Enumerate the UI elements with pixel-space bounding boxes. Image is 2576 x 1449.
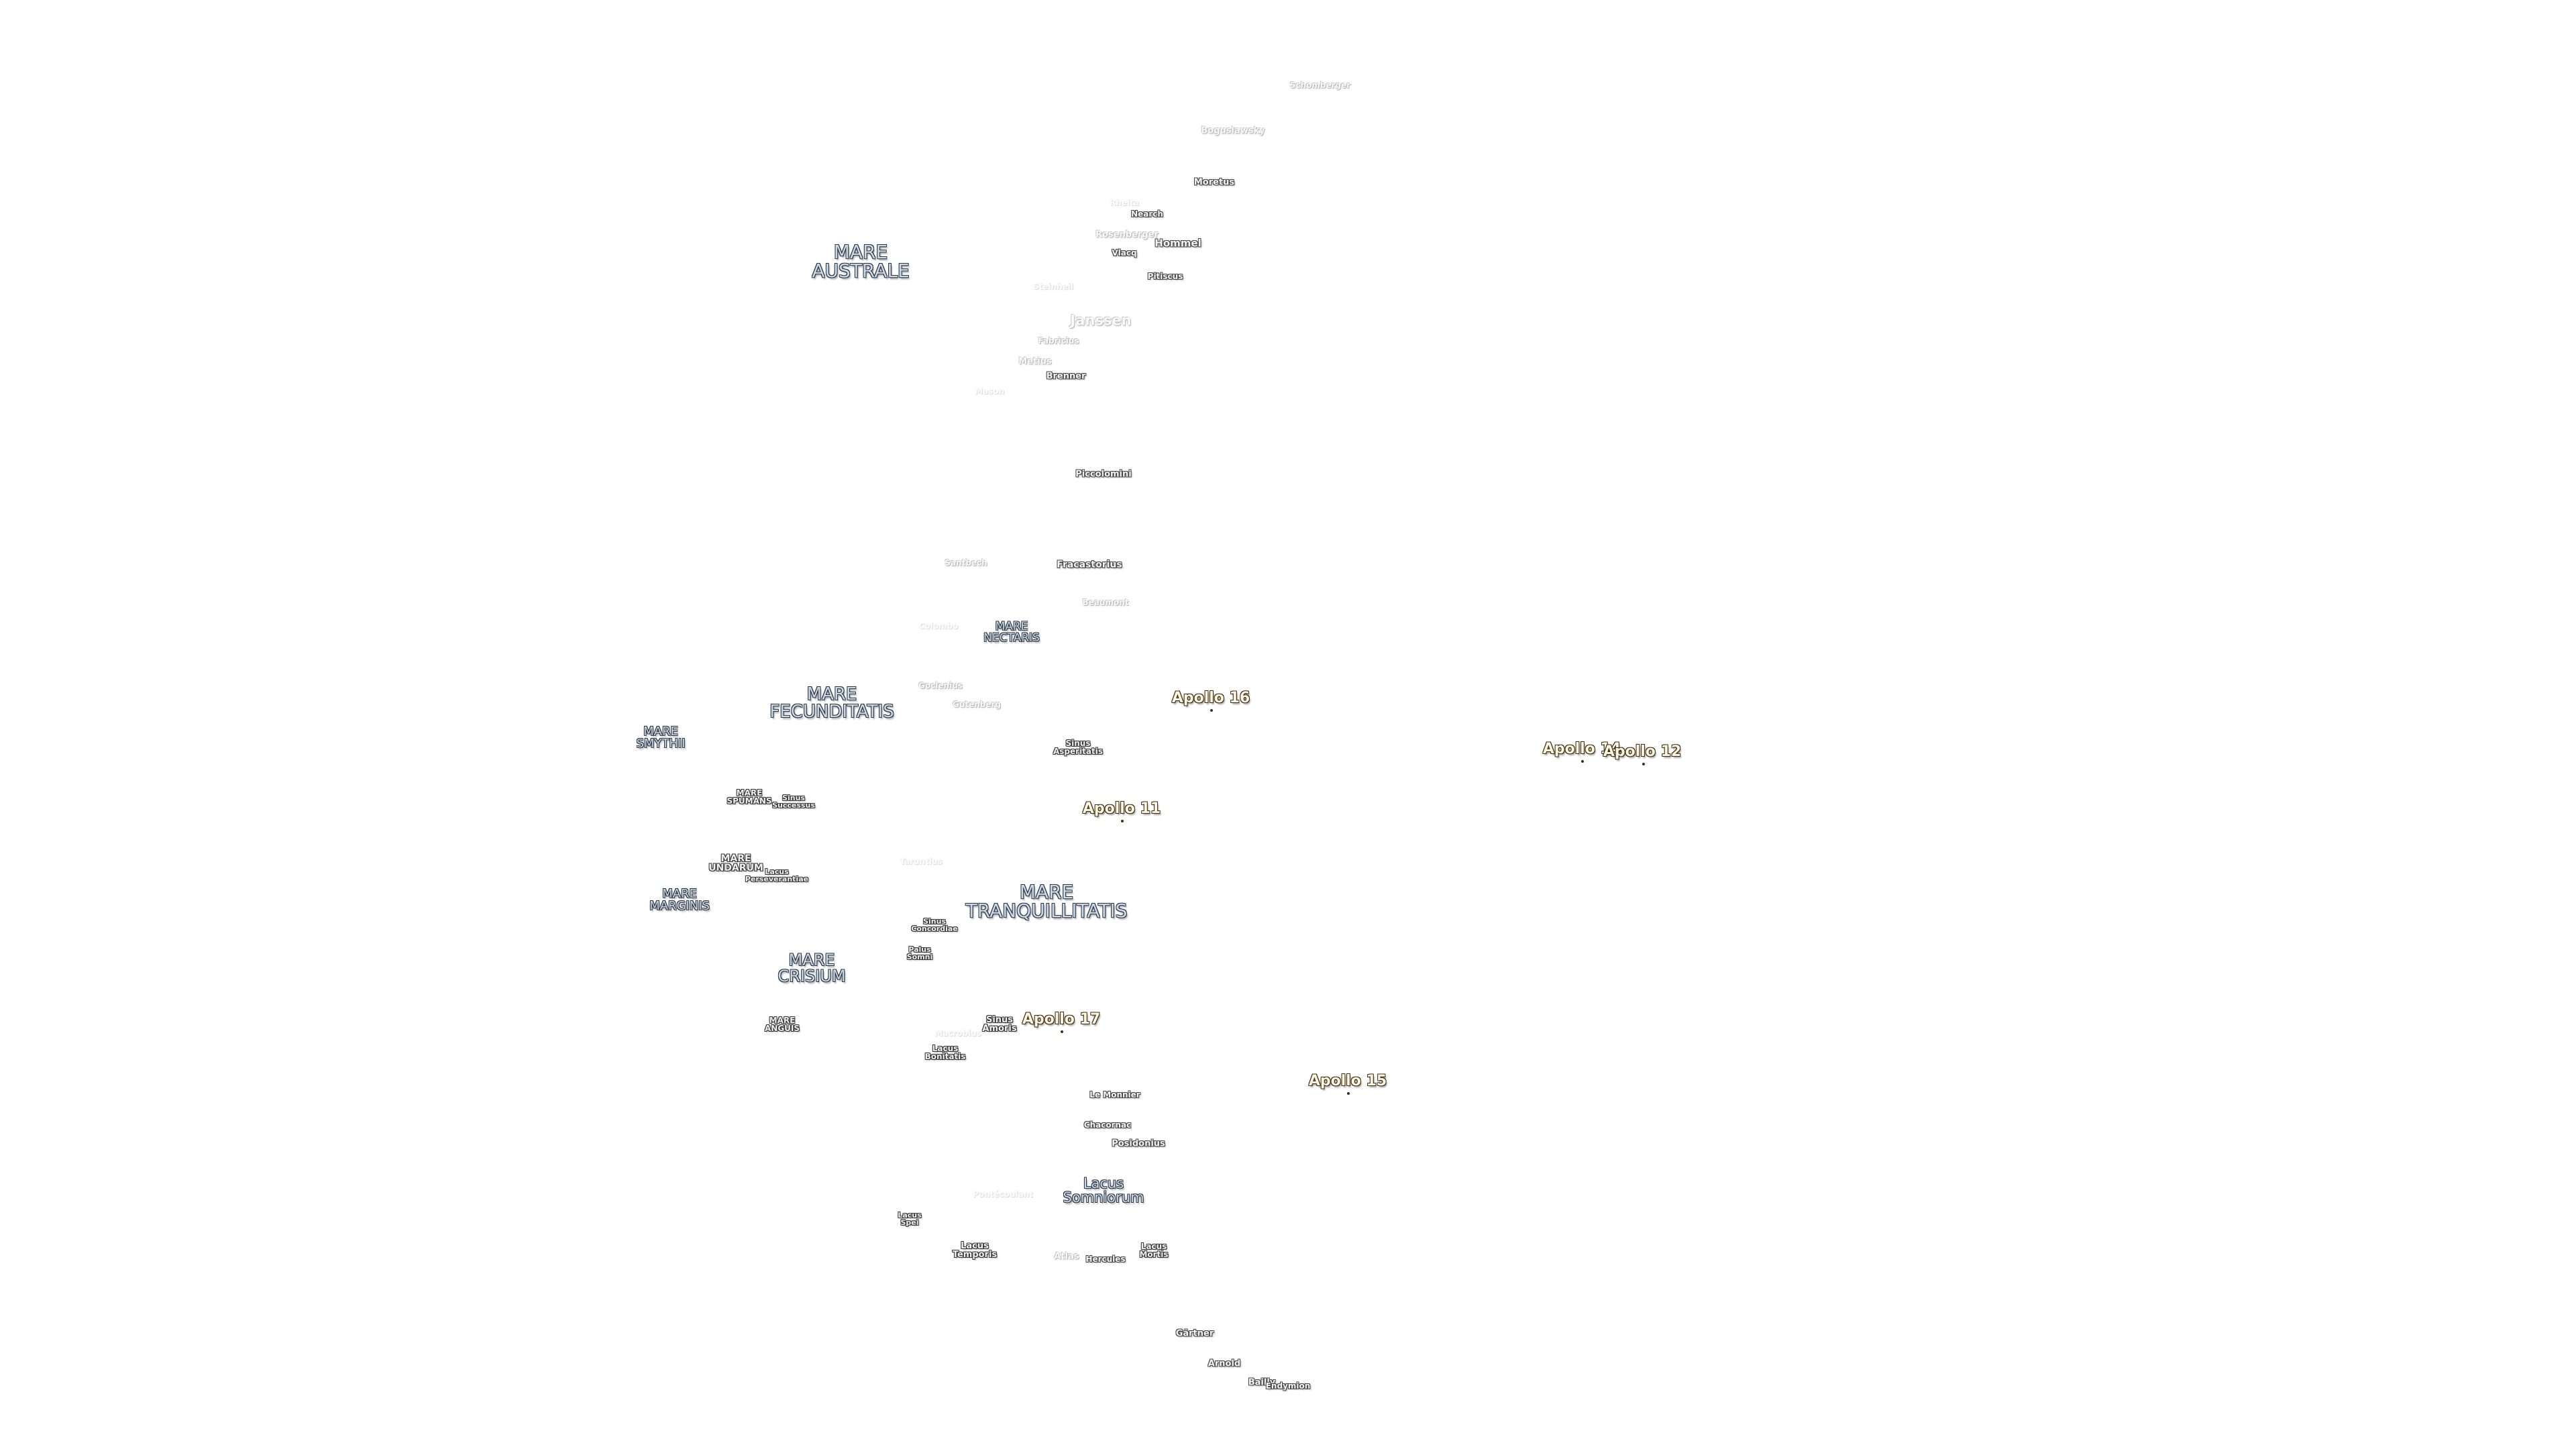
label-crater-chacornac: Chacornac — [1083, 1120, 1132, 1130]
label-crater-pitiscus: Pitiscus — [1147, 272, 1183, 281]
apollo-14-marker[interactable]: Apollo 14 — [1542, 741, 1621, 757]
label-lacus-bonitatis: Lacus Bonitatis — [924, 1044, 966, 1061]
label-crater-janssen: Janssen — [1070, 312, 1132, 329]
apollo-17-pin — [1061, 1030, 1063, 1033]
label-crater-arnold: Arnold — [1208, 1358, 1241, 1369]
label-crater-rosenberger: Rosenberger — [1095, 229, 1159, 240]
label-crater-endymion: Endymion — [1265, 1381, 1311, 1391]
apollo-16-marker[interactable]: Apollo 16 — [1171, 690, 1250, 706]
label-crater-le-monnier: Le Monnier — [1089, 1090, 1140, 1099]
label-crater-nearch: Nearch — [1131, 209, 1163, 219]
label-lacus-temporis: Lacus Temporis — [952, 1241, 998, 1260]
label-mare-tranquillitatis: MARE TRANQUILLITATIS — [965, 881, 1128, 922]
label-crater-faint-taruntius: Taruntius — [900, 857, 943, 866]
label-crater-gutenberg: Gutenberg — [952, 700, 1002, 709]
label-crater-beaumont: Beaumont — [1082, 598, 1129, 607]
label-crater-faint-macrobius: Macrobius — [934, 1028, 981, 1038]
label-lacus-spei: Lacus Spei — [898, 1211, 922, 1227]
label-sinus-amoris: Sinus Amoris — [982, 1015, 1017, 1034]
label-crater-faint-rheita: Rheita — [1110, 198, 1139, 207]
label-crater-gartner: Gärtner — [1175, 1328, 1214, 1339]
apollo-11-marker[interactable]: Apollo 11 — [1082, 800, 1161, 817]
apollo-15-marker[interactable]: Apollo 15 — [1308, 1073, 1387, 1089]
label-sinus-successus: Sinus Successus — [772, 794, 815, 810]
label-crater-fabricius: Fabricius — [1038, 336, 1079, 345]
label-crater-faint-steinheil: Steinheil — [1032, 282, 1074, 291]
label-crater-faint-colombo: Colombo — [918, 621, 959, 631]
label-crater-brenner: Brenner — [1046, 371, 1086, 382]
label-palus-somni: Palus Somni — [906, 945, 933, 961]
label-crater-faint-goclenius: Goclenius — [918, 681, 963, 690]
label-crater-moretus: Moretus — [1193, 177, 1235, 188]
label-crater-metius: Metius — [1018, 356, 1052, 367]
label-crater-schomberger: Schomberger — [1289, 80, 1351, 90]
apollo-14-pin — [1581, 760, 1584, 763]
label-crater-faint-pontecoulant: Pontécoulant — [973, 1189, 1033, 1199]
label-crater-fracastorius: Fracastorius — [1057, 559, 1122, 570]
label-mare-spumans: MARE SPUMANS — [727, 788, 772, 806]
label-mare-nectaris: MARE NECTARIS — [983, 620, 1040, 645]
label-crater-hommel: Hommel — [1155, 237, 1201, 250]
apollo-12-pin — [1642, 763, 1645, 765]
apollo-16-pin — [1210, 709, 1213, 712]
label-crater-piccolomini: Piccolomini — [1075, 469, 1132, 480]
label-mare-smythii: MARE SMYTHII — [636, 724, 686, 751]
label-sinus-concordiae: Sinus Concordiae — [911, 917, 958, 933]
label-crater-vlacq: Vlacq — [1112, 248, 1137, 258]
label-crater-atlas: Atlas — [1054, 1251, 1079, 1262]
label-crater-hercules: Hercules — [1085, 1254, 1126, 1264]
apollo-17-marker[interactable]: Apollo 17 — [1022, 1011, 1101, 1028]
label-crater-posidonius: Posidonius — [1112, 1138, 1165, 1149]
label-mare-undarum: MARE UNDARUM — [708, 853, 763, 873]
label-mare-australe: MARE AUSTRALE — [812, 241, 910, 282]
label-mare-crisium: MARE CRISIUM — [777, 951, 846, 985]
label-mare-fecunditatis: MARE FECUNDITATIS — [769, 684, 894, 722]
apollo-15-pin — [1347, 1092, 1350, 1095]
label-lacus-somniorum: Lacus Somniorum — [1063, 1175, 1144, 1205]
label-mare-anguis: MARE ANGUIS — [764, 1016, 800, 1033]
label-crater-bailly: Bailly — [1248, 1377, 1276, 1388]
label-crater-faint-santbech: Santbech — [945, 558, 987, 568]
apollo-12-marker[interactable]: Apollo 12 — [1603, 743, 1682, 760]
label-lacus-mortis: Lacus Mortis — [1139, 1242, 1169, 1259]
apollo-11-pin — [1121, 820, 1124, 822]
label-lacus-perseverantiae: Lacus Perseverantiae — [745, 867, 809, 883]
label-crater-faint-mason: Mason — [975, 386, 1004, 396]
label-sinus-asperitatis: Sinus Asperitatis — [1053, 739, 1104, 756]
label-mare-marginis: MARE MARGINIS — [649, 887, 710, 913]
label-crater-boguslawsky: Boguslawsky — [1201, 125, 1265, 136]
